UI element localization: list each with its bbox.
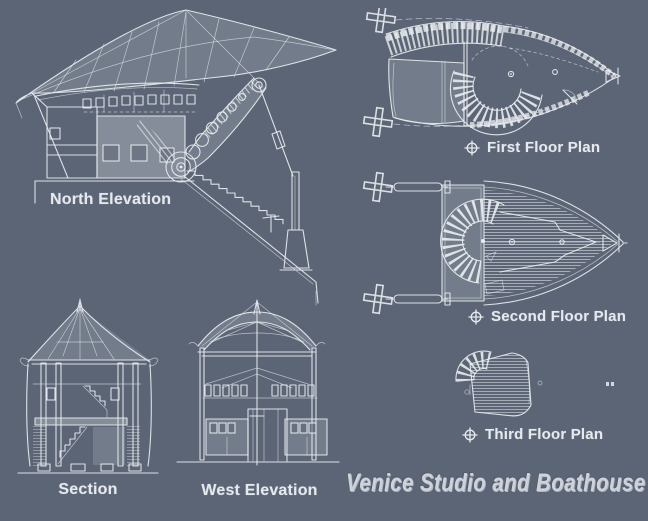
- first-floor-plan-label: First Floor Plan: [464, 139, 600, 156]
- west-elevation-label-text: West Elevation: [201, 482, 318, 499]
- second-floor-plan-label-text: Second Floor Plan: [491, 308, 627, 325]
- section-label-text: Section: [58, 481, 118, 498]
- second-floor-plan-drawing: [361, 170, 628, 316]
- third-floor-plan-label: Third Floor Plan: [462, 426, 603, 443]
- first-floor-plan-label-text: First Floor Plan: [487, 139, 601, 156]
- section-label: Section: [13, 481, 163, 499]
- third-floor-plan-drawing: [455, 350, 614, 417]
- datum-circle-cross-icon: [464, 140, 480, 156]
- third-floor-plan-label-text: Third Floor Plan: [485, 426, 604, 443]
- project-title: Venice Studio and Boathouse: [346, 469, 646, 497]
- first-floor-plan-drawing: [361, 8, 621, 139]
- datum-circle-cross-icon: [468, 309, 484, 325]
- north-elevation-label-text: North Elevation: [50, 191, 172, 208]
- section-drawing: [17, 298, 159, 474]
- north-elevation-drawing: [15, 9, 337, 304]
- second-floor-plan-label: Second Floor Plan: [468, 308, 626, 325]
- west-elevation-label: West Elevation: [172, 482, 347, 500]
- north-elevation-label: North Elevation: [50, 191, 171, 209]
- datum-circle-cross-icon: [462, 427, 478, 443]
- west-elevation-drawing: [176, 290, 340, 466]
